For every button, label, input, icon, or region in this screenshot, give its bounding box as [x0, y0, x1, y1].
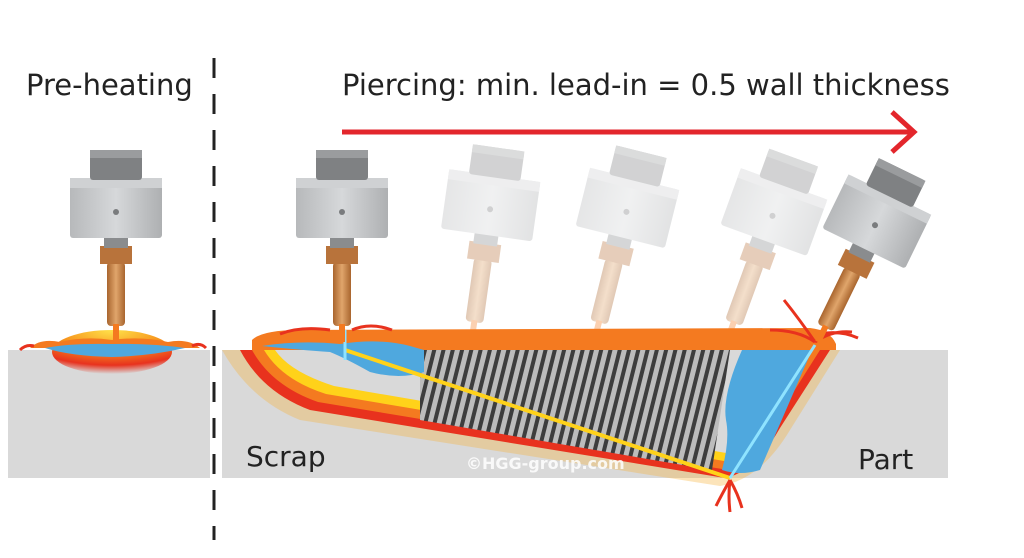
preheat-zone — [18, 330, 208, 374]
cutting-torch-icon — [576, 145, 680, 339]
spark-bottom — [714, 479, 744, 513]
cutting-torch-icon — [441, 144, 541, 339]
scrap-label: Scrap — [246, 440, 326, 473]
cutting-torch-icon — [70, 150, 162, 342]
preheating-label: Pre-heating — [26, 68, 193, 102]
cutting-torch-icon — [815, 158, 932, 344]
kerf-cut — [420, 350, 730, 470]
molten-material — [262, 330, 817, 480]
cutting-torch-icon — [721, 148, 828, 340]
cutting-torch-icon — [296, 150, 388, 342]
part-label: Part — [858, 443, 914, 476]
piercing-label: Piercing: min. lead-in = 0.5 wall thickn… — [342, 68, 950, 102]
arrow-right-icon — [342, 110, 918, 154]
copyright-label: ©HGG-group.com — [466, 454, 625, 473]
